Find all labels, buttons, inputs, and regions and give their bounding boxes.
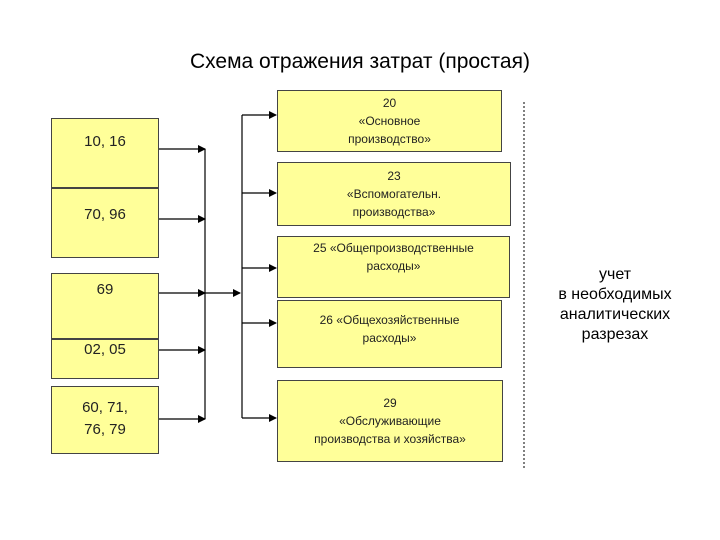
source-box-10-16: 10, 16 <box>51 118 159 188</box>
source-box-label: 70, 96 <box>84 206 126 223</box>
analytics-note: учет в необходимых аналитических разреза… <box>558 266 672 343</box>
target-box-20: 20 «Основное производство» <box>277 90 502 152</box>
source-box-label: 60, 71, 76, 79 <box>82 399 128 438</box>
target-box-29: 29 «Обслуживающие производства и хозяйст… <box>277 380 503 462</box>
source-box-70-96: 70, 96 <box>51 188 159 258</box>
source-box-label: 69 <box>96 281 114 298</box>
source-box-02-05: 02, 05 <box>51 339 159 379</box>
source-box-label: 10, 16 <box>84 133 126 150</box>
target-box-23: 23 «Вспомогательн. производства» <box>277 162 511 226</box>
target-box-26: 26 «Общехозяйственные расходы» <box>277 300 502 368</box>
source-box-60-71-76-79: 60, 71, 76, 79 <box>51 386 159 454</box>
source-box-69: 69 <box>51 273 159 339</box>
diagram-title: Схема отражения затрат (простая) <box>190 50 530 73</box>
source-box-label: 02, 05 <box>84 341 126 358</box>
target-box-25: 25 «Общепроизводственные расходы» <box>277 236 510 298</box>
